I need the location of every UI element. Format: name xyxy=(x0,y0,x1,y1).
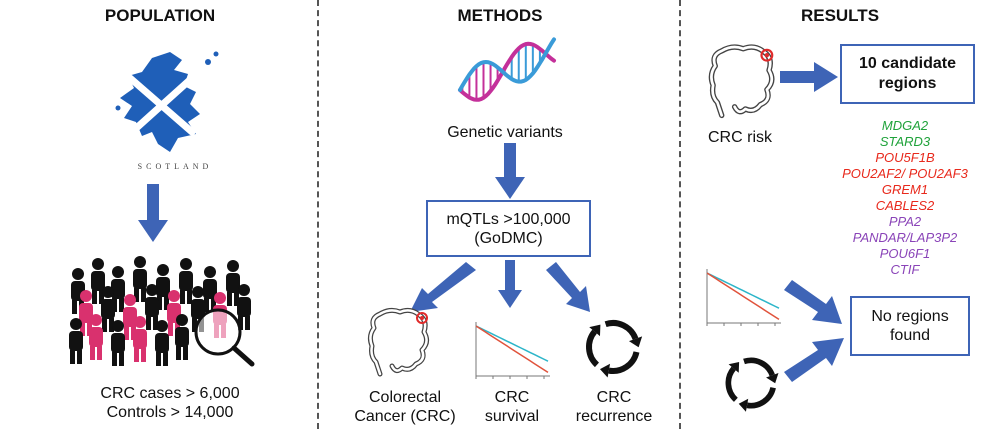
colon-icon xyxy=(708,44,775,119)
survival-curve-icon xyxy=(475,322,550,379)
recurrence-cycle-icon xyxy=(725,357,779,412)
survival-curve-icon xyxy=(706,269,781,326)
scotland-map-icon xyxy=(115,51,219,152)
crc-risk-label: CRC risk xyxy=(708,129,772,146)
mqtl-label: mQTLs >100,000 xyxy=(446,210,571,228)
controls-label: Controls > 14,000 xyxy=(106,404,234,421)
outcome-recurrence-label-1: CRC xyxy=(596,389,632,406)
colon-icon xyxy=(367,307,430,377)
arrow-down-population xyxy=(138,184,168,242)
arrow-right-risk xyxy=(780,62,838,92)
population-heading: POPULATION xyxy=(104,6,216,25)
gene-label: GREM1 xyxy=(881,182,929,197)
candidate-regions-box: 10 candidate regions xyxy=(840,44,975,104)
outcome-crc-label-1: Colorectal xyxy=(368,389,442,406)
recurrence-cycle-icon xyxy=(586,320,643,378)
gene-label: CABLES2 xyxy=(875,198,935,213)
arrows-to-outcomes xyxy=(410,260,590,312)
gene-label: POU5F1B xyxy=(875,150,935,165)
divider-right xyxy=(679,0,681,429)
gene-label: STARD3 xyxy=(879,134,931,149)
mqtl-box: mQTLs >100,000 (GoDMC) xyxy=(426,200,591,257)
outcome-survival-label-1: CRC xyxy=(494,389,530,406)
outcome-crc-label-2: Cancer (CRC) xyxy=(354,408,456,425)
gene-label: MDGA2 xyxy=(881,118,929,133)
arrow-down-methods xyxy=(495,143,525,199)
candidate-label: 10 candidate xyxy=(859,55,956,72)
results-heading: RESULTS xyxy=(800,6,880,25)
no-regions-label: No regions xyxy=(871,308,949,325)
gene-label: PANDAR/LAP3P2 xyxy=(852,230,958,245)
dna-icon xyxy=(458,37,556,102)
found-label: found xyxy=(889,327,931,344)
outcome-recurrence-label-2: recurrence xyxy=(575,408,653,425)
scotland-label: SCOTLAND xyxy=(137,162,213,171)
arrow-to-no-regions-bottom xyxy=(784,338,844,382)
methods-heading: METHODS xyxy=(457,6,543,25)
gene-label: POU2AF2/ POU2AF3 xyxy=(842,166,968,181)
gene-label: PPA2 xyxy=(888,214,922,229)
gene-label: POU6F1 xyxy=(879,246,931,261)
gene-label: CTIF xyxy=(890,262,920,277)
godmc-label: (GoDMC) xyxy=(474,229,543,247)
arrow-to-no-regions-top xyxy=(784,280,842,324)
divider-left xyxy=(317,0,319,429)
regions-label: regions xyxy=(878,75,937,92)
no-regions-box: No regions found xyxy=(850,296,970,356)
population-crowd-icon xyxy=(69,256,255,367)
genetic-variants-label: Genetic variants xyxy=(447,124,563,141)
outcome-survival-label-2: survival xyxy=(484,408,540,425)
crc-cases-label: CRC cases > 6,000 xyxy=(100,385,240,402)
